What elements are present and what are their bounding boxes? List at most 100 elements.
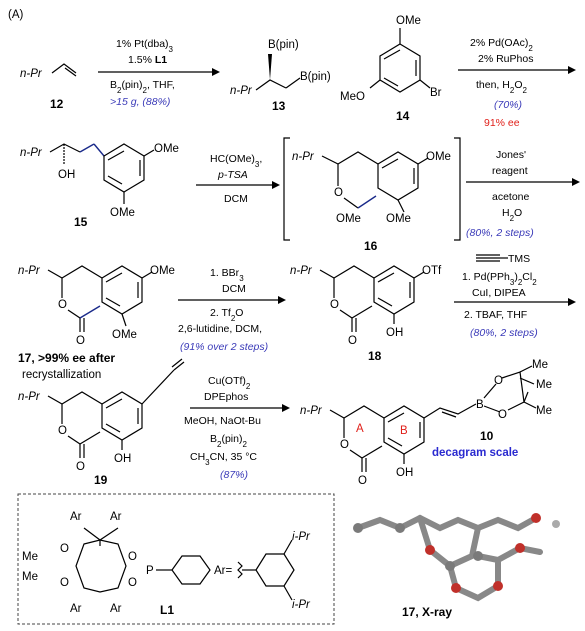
npr-label: n-Pr	[20, 68, 43, 80]
xray-hydrogen-atom	[552, 520, 560, 528]
step5-group: 1. BBr3 DCM 2. Tf2O 2,6-lutidine, DCM, (…	[178, 267, 286, 353]
step7-line-2: DPEphos	[204, 391, 248, 403]
compound-10: n-Pr O O A B OH B O O Me Me Me 10 decagr…	[300, 359, 552, 487]
compound-15: n-Pr OH OMe OMe 15	[20, 143, 179, 229]
svg-text:17, >99% ee after: 17, >99% ee after	[18, 351, 115, 365]
xray-caption: 17, X-ray	[402, 605, 452, 619]
svg-text:H2O: H2O	[502, 207, 522, 223]
bracket-left	[283, 137, 290, 241]
recrystallization-note: recrystallization	[22, 369, 101, 381]
benzene-ring	[383, 405, 425, 455]
xray-oxygen-atom	[451, 583, 461, 593]
me-label-2: Me	[22, 571, 38, 583]
npr-label: n-Pr	[18, 265, 41, 277]
attachment-squiggle	[237, 561, 243, 579]
step5-line-4: 2,6-lutidine, DCM,	[178, 323, 262, 335]
step5-line-1: 1. BBr	[210, 267, 240, 279]
step3-line-3: DCM	[224, 193, 248, 205]
step5-line-2: DCM	[222, 283, 246, 295]
step1-yield: >15 g, (88%)	[110, 96, 170, 108]
o-carbonyl-label: O	[76, 461, 85, 473]
svg-text:then, H2O2: then, H2O2	[476, 79, 527, 95]
panel-label: (A)	[8, 9, 24, 21]
svg-text:B2(pin)2: B2(pin)2	[210, 433, 247, 449]
o-label-4: O	[128, 577, 137, 589]
arrowhead	[212, 68, 220, 76]
me-label-1: Me	[532, 359, 548, 371]
step3-line-1: HC(OMe)	[210, 153, 255, 165]
o-label-3: O	[128, 551, 137, 563]
ome-label: OMe	[154, 143, 179, 155]
step2-group: 2% Pd(OAc)2 2% RuPhos then, H2O2 (70%) 9…	[458, 37, 576, 129]
me-label-1: Me	[22, 551, 38, 563]
ar-label-4: Ar	[110, 603, 122, 615]
svg-text:2% Pd(OAc)2: 2% Pd(OAc)2	[470, 37, 533, 53]
compound-16: n-Pr O OMe OMe OMe 16	[283, 137, 461, 253]
chain-bond-2	[285, 77, 301, 89]
ar-label-3: Ar	[70, 603, 82, 615]
benzene-ring	[103, 143, 145, 193]
step2-line-2: 2% RuPhos	[478, 53, 533, 65]
o-carbonyl-label: O	[358, 475, 367, 487]
ome-label-2: OMe	[110, 207, 135, 219]
step7-line-4: B	[210, 433, 217, 445]
ligand-l1-box	[17, 493, 335, 625]
step6-line-1: TMS	[508, 253, 530, 265]
o-label: O	[60, 543, 69, 555]
oh-label: OH	[58, 169, 75, 181]
o-carbonyl-label: O	[348, 335, 357, 347]
step4-group: Jones' reagent acetone H2O (80%, 2 steps…	[466, 149, 580, 239]
step2-line-3: then, H	[476, 79, 510, 91]
xray-carbon-atom	[395, 523, 405, 533]
oh-label: OH	[396, 467, 413, 479]
step4-line-3: acetone	[492, 191, 530, 203]
ring-a-label: A	[356, 423, 364, 435]
ome-label-3: OMe	[336, 213, 361, 225]
npr-label: n-Pr	[20, 147, 43, 159]
compound-number-18: 18	[368, 349, 382, 363]
compound-number-19: 19	[94, 473, 108, 487]
compound-number-16: 16	[364, 239, 378, 253]
compound-17: n-Pr O O OMe OMe 17, >99% ee after recry…	[18, 265, 175, 381]
step6-line-2: 1. Pd(PPh	[462, 271, 510, 283]
me-label-3: Me	[536, 405, 552, 417]
phenyl-ring	[171, 555, 211, 585]
svg-text:B2(pin)2, THF,: B2(pin)2, THF,	[110, 79, 175, 95]
o-label: O	[58, 299, 67, 311]
compound-number-15: 15	[74, 215, 88, 229]
otf-label: OTf	[422, 265, 442, 277]
chain-bond	[255, 79, 287, 91]
step6-group: TMS 1. Pd(PPh3)2Cl2 CuI, DIPEA 2. TBAF, …	[454, 253, 576, 339]
ome-label: OMe	[396, 15, 421, 27]
alkene-bond	[51, 63, 77, 77]
ar-equals-label: Ar=	[214, 565, 233, 577]
svg-text:1. Pd(PPh3)2Cl2: 1. Pd(PPh3)2Cl2	[462, 271, 537, 287]
xray-carbon-atom	[353, 523, 363, 533]
compound-number-10: 10	[480, 429, 494, 443]
step4-line-1: Jones'	[496, 149, 526, 161]
aryl-ring	[255, 553, 295, 587]
ar-label-2: Ar	[110, 511, 122, 523]
ome-label: OMe	[150, 265, 175, 277]
svg-text:1. BBr3: 1. BBr3	[210, 267, 244, 283]
compound-number-17: 17, >99% ee after	[18, 351, 115, 365]
step7-yield: (87%)	[220, 469, 248, 481]
compound-number-14: 14	[396, 109, 410, 123]
o-label: O	[58, 425, 67, 437]
step6-yield: (80%, 2 steps)	[470, 327, 538, 339]
bpin-right: B(pin)	[300, 71, 331, 83]
benzene-ring	[379, 43, 421, 93]
step2-line-1: 2% Pd(OAc)	[470, 37, 528, 49]
benzene-ring	[101, 391, 143, 441]
xray-oxygen-atom	[493, 581, 503, 591]
xray-oxygen-atom	[531, 513, 541, 523]
vinyl-bond	[423, 403, 477, 419]
xray-structure: 17, X-ray	[353, 513, 560, 619]
step1-arrow-group: 1% Pt(dba)3, THF, 1.5% L1 B2(pin)2, THF,…	[98, 38, 220, 108]
highlight-bond	[79, 143, 95, 153]
bracket-right	[454, 137, 461, 241]
compound-13: B(pin) n-Pr B(pin) 13	[230, 39, 331, 113]
ome-label-2: OMe	[112, 329, 137, 341]
step6-line-3: CuI, DIPEA	[472, 287, 526, 299]
